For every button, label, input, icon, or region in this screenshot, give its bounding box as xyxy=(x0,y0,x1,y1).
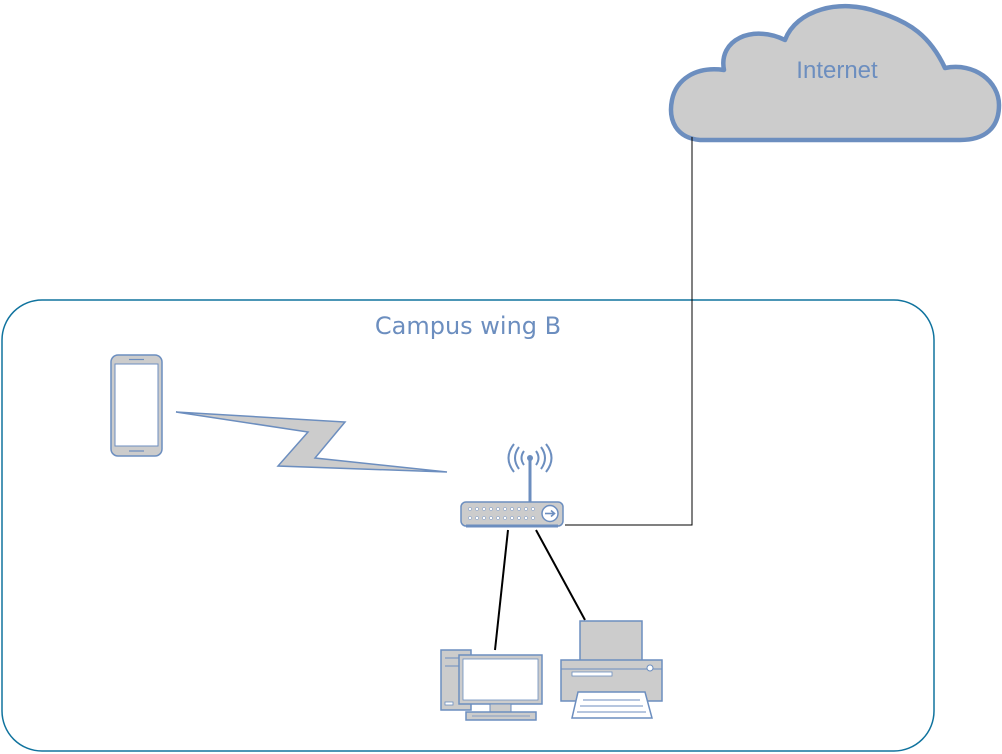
cloud-icon xyxy=(668,3,1002,143)
uplink-wire xyxy=(565,137,693,526)
smartphone-icon xyxy=(110,354,163,457)
connections xyxy=(494,137,693,651)
wireless-router-icon xyxy=(460,443,564,528)
router-to-pc-wire xyxy=(494,529,509,651)
router-to-printer-wire xyxy=(535,529,586,621)
internet-label: Internet xyxy=(796,57,878,84)
printer-icon xyxy=(560,620,663,719)
desktop-pc-icon xyxy=(440,649,543,721)
campus-zone xyxy=(1,299,935,752)
wireless-link-bolt xyxy=(175,411,448,473)
campus-zone-label: Campus wing B xyxy=(375,312,561,340)
internet-cloud: Internet xyxy=(668,3,1002,143)
